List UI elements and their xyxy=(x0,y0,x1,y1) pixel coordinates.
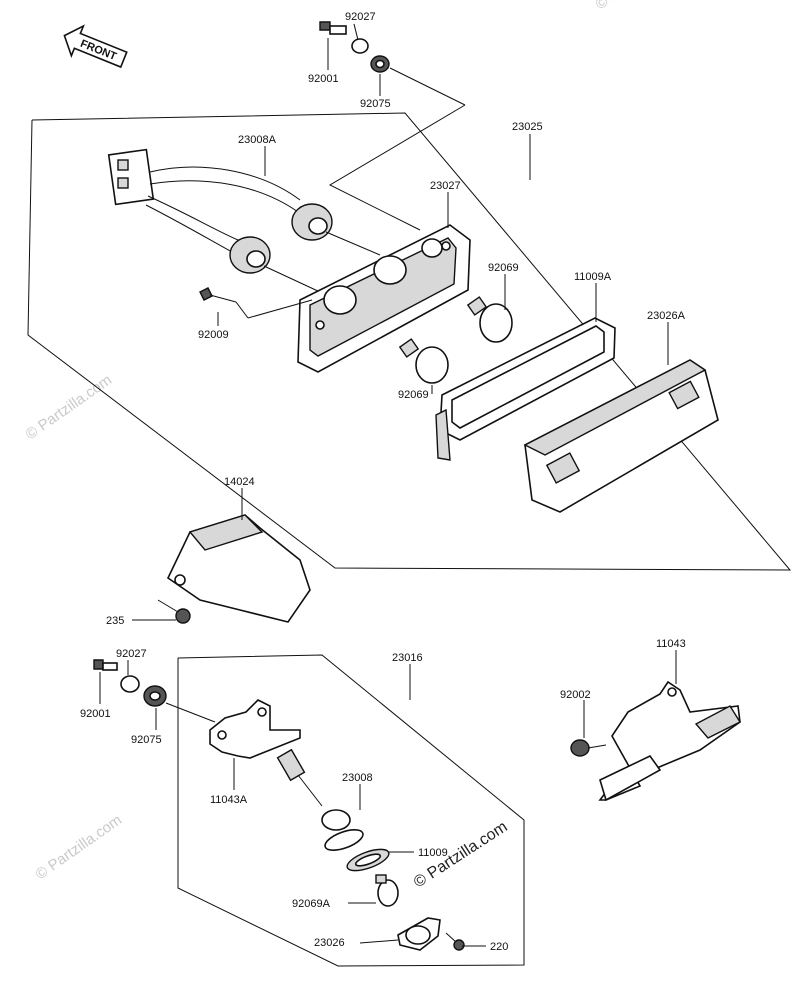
screw-220 xyxy=(445,932,465,951)
watermark-text: © Partzilla.com xyxy=(33,811,126,883)
label-92027-top: 92027 xyxy=(345,11,376,23)
label-23026: 23026 xyxy=(314,937,345,949)
bracket-11043A xyxy=(209,699,301,759)
watermark-text: © Partzilla.com xyxy=(23,371,116,443)
assembly-frame-23016 xyxy=(177,654,525,967)
bolt-92001-bottom xyxy=(93,659,118,671)
lamp-housing-23027 xyxy=(297,224,471,373)
label-11009A: 11009A xyxy=(574,271,612,283)
label-23008A: 23008A xyxy=(238,134,277,146)
label-23008: 23008 xyxy=(342,772,373,784)
assembly-frame-23025 xyxy=(27,112,792,571)
collar-92027-top xyxy=(351,38,369,54)
label-235: 235 xyxy=(106,615,124,627)
label-92001-top: 92001 xyxy=(308,73,339,85)
label-11043A: 11043A xyxy=(210,794,248,806)
grommet-92075-bottom xyxy=(143,685,167,707)
label-92069-upper: 92069 xyxy=(488,262,519,274)
watermark-text: © Partzilla.com xyxy=(593,0,686,13)
screw-92009 xyxy=(199,287,313,319)
label-23025: 23025 xyxy=(512,121,543,133)
label-92027-bottom: 92027 xyxy=(116,648,147,660)
label-23027: 23027 xyxy=(430,180,461,192)
label-92001-bottom: 92001 xyxy=(80,708,111,720)
bracket-11043 xyxy=(598,680,742,802)
bulb-92069-upper xyxy=(466,296,513,343)
label-23026A: 23026A xyxy=(647,310,686,322)
bolt-92002 xyxy=(570,739,607,757)
bulb-92069A xyxy=(375,874,399,907)
lens-23026A xyxy=(523,359,719,513)
screw-235 xyxy=(157,599,191,624)
front-arrow: FRONT xyxy=(63,24,128,69)
label-92009: 92009 xyxy=(198,329,229,341)
collar-92027-bottom xyxy=(120,675,140,693)
wiring-harness-23008A xyxy=(107,148,381,293)
gasket-11009A xyxy=(435,317,616,461)
leader-lines xyxy=(99,23,677,947)
housing-14024 xyxy=(166,514,311,623)
label-92075-top: 92075 xyxy=(360,98,391,110)
label-11043: 11043 xyxy=(656,638,686,650)
bolt-92001-top xyxy=(319,21,347,35)
grommet-92075-top xyxy=(370,55,390,73)
gasket-11009 xyxy=(346,848,390,872)
lens-23026 xyxy=(397,917,441,951)
bulb-92069-lower xyxy=(398,338,449,384)
part-labels: 92027 92001 92075 23025 23008A 23027 920… xyxy=(80,11,686,953)
label-92069A: 92069A xyxy=(292,898,331,910)
label-14024: 14024 xyxy=(224,476,255,488)
label-11009: 11009 xyxy=(418,847,448,859)
label-92069-lower: 92069 xyxy=(398,389,429,401)
label-220: 220 xyxy=(490,941,508,953)
label-92002: 92002 xyxy=(560,689,591,701)
socket-23008 xyxy=(276,748,364,851)
label-23016: 23016 xyxy=(392,652,423,664)
label-92075-bottom: 92075 xyxy=(131,734,162,746)
